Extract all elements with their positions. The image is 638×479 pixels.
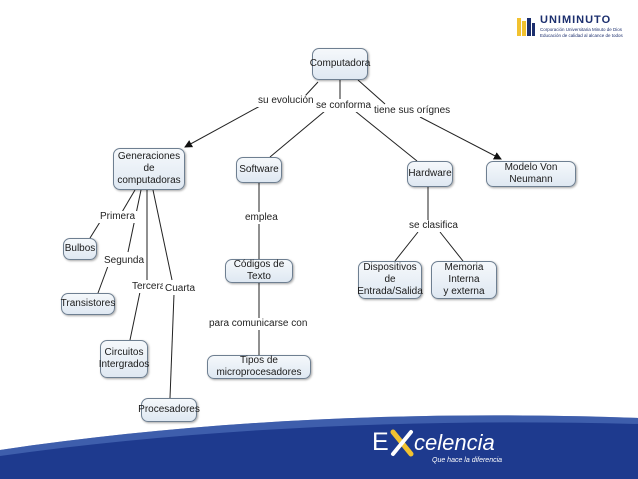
footer-swoosh (0, 415, 638, 479)
line-gen-cuarta (152, 189, 173, 281)
label-segunda: Segunda (102, 255, 147, 267)
label-tercera: Tercera (130, 281, 168, 293)
label-emplea: emplea (243, 212, 280, 224)
excelencia-x-icon (390, 429, 414, 457)
node-tipos: Tipos de microprocesadores (207, 355, 311, 379)
excelencia-letter-e: E (372, 428, 389, 456)
line-gen-primera (121, 189, 136, 213)
uniminuto-subtitle: Corporación Universitaria Minuto de Dios (540, 27, 623, 32)
arrow-to-von-neumann (419, 116, 502, 160)
label-se-clasifica: se clasifica (407, 220, 460, 232)
excelencia-tagline: Que hace la diferencia (432, 457, 503, 464)
line-primera-bulbos (89, 221, 101, 239)
line-cuarta-procesadores (169, 293, 175, 399)
node-computadora: Computadora (310, 48, 370, 80)
label-se-conforma: se conforma (314, 100, 374, 112)
line-clasifica-dispositivos (394, 231, 419, 262)
node-generaciones: Generaciones de computadoras (113, 148, 185, 190)
node-bulbos: Bulbos (63, 238, 97, 260)
node-software: Software (236, 157, 282, 183)
line-computadora-origenes (357, 79, 386, 105)
line-segunda-transistores (97, 265, 109, 294)
node-procesadores: Procesadores (138, 398, 200, 422)
label-primera: Primera (98, 211, 138, 223)
uniminuto-tagline: Educación de calidad al alcance de todos (540, 33, 623, 38)
label-su-evolucion: su evolución (256, 95, 316, 107)
label-tiene-origenes: tiene sus orígnes (372, 105, 453, 117)
node-von-neumann: Modelo Von Neumann (486, 161, 576, 187)
label-para-comunicarse: para comunicarse con (207, 318, 310, 330)
line-clasifica-memoria (439, 231, 464, 262)
line-computadora-su-evolucion (304, 81, 319, 97)
line-se-conforma-hardware (354, 110, 418, 162)
node-codigos: Códigos de Texto (225, 259, 293, 283)
excelencia-word: celencia (414, 430, 495, 455)
arrow-to-generaciones (184, 105, 261, 148)
node-transistores: Transistores (61, 293, 115, 315)
line-se-conforma-software (269, 110, 326, 158)
node-memoria: Memoria Interna y externa (431, 261, 497, 299)
node-hardware: Hardware (407, 161, 453, 187)
uniminuto-logo: UNIMINUTO Corporación Universitaria Minu… (516, 14, 634, 44)
uniminuto-emblem-icon (517, 18, 535, 36)
uniminuto-name: UNIMINUTO (540, 14, 612, 26)
label-cuarta: Cuarta (163, 283, 198, 295)
excelencia-logo: E celencia Que hace la diferencia (372, 428, 512, 468)
line-tercera-circuitos (129, 291, 141, 341)
node-circuitos: Circuitos Intergrados (99, 340, 149, 378)
node-dispositivos: Dispositivos de Entrada/Salida (357, 261, 423, 299)
